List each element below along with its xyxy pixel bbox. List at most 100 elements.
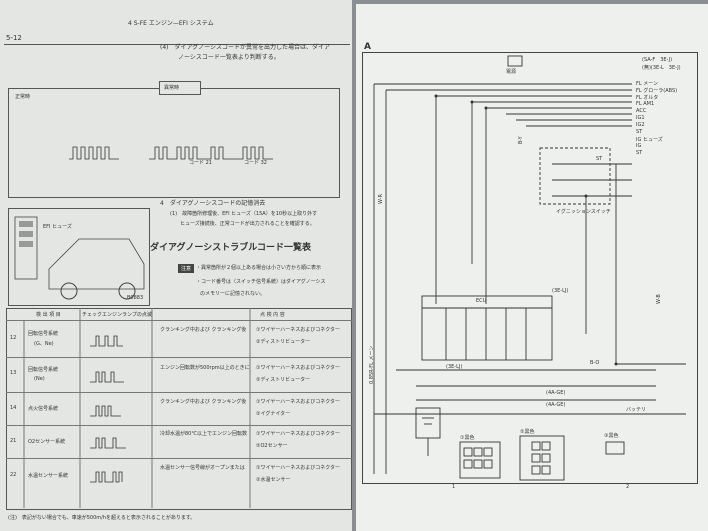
fuse-illustration: EFI ヒューズ B0883 bbox=[8, 208, 150, 306]
code-label-a: コード 21 bbox=[189, 160, 212, 166]
row-check-2: ②イグナイター bbox=[256, 411, 291, 417]
row-item: O2センサー系統 bbox=[28, 439, 66, 445]
connector-b-title: ②黒色 bbox=[520, 429, 535, 435]
abnormal-label-box: 異常時 bbox=[159, 81, 201, 95]
row-item-sub: (G、Ne) bbox=[34, 341, 54, 347]
header-rule bbox=[4, 44, 350, 45]
row-code: 13 bbox=[10, 370, 17, 376]
table-row-divider bbox=[6, 357, 352, 358]
st-label: ST bbox=[596, 156, 603, 162]
battery-bottom-label: バッテリ bbox=[626, 407, 647, 413]
car-drawing bbox=[14, 216, 145, 300]
row-desc: エンジン回転数が500rpm以上のときに bbox=[160, 365, 250, 371]
footnote: (注) 表記がない場合でも、車速が500m/hを超えると表示されることがあります… bbox=[8, 515, 196, 521]
switch-title: イグニッションスイッチ bbox=[556, 209, 611, 215]
note-2b: のメモリーに記憶されない。 bbox=[200, 291, 266, 297]
corner-label: A bbox=[364, 42, 371, 52]
row-check-1: ①ワイヤーハーネスおよびコネクター bbox=[256, 365, 341, 371]
bottom-marker: 1 bbox=[452, 484, 456, 490]
row-item-sub: (Ne) bbox=[34, 376, 45, 382]
fuse-label: ST bbox=[636, 150, 643, 156]
row-item: 回転信号系統 bbox=[28, 331, 59, 337]
row-check-2: ②ディストリビューター bbox=[256, 377, 311, 383]
row-desc: クランキング中および クランキング後 bbox=[160, 327, 247, 333]
table-row-divider bbox=[6, 320, 352, 321]
code-label-b: コード 32 bbox=[244, 160, 267, 166]
row-item: 点火信号系統 bbox=[28, 406, 59, 412]
fuse-label: ACC bbox=[636, 108, 647, 114]
abnormal-wave bbox=[149, 146, 273, 160]
row-code: 12 bbox=[10, 335, 17, 341]
fuse-label: FL オルタ bbox=[636, 95, 659, 101]
connector-label: (4A-GE) bbox=[546, 402, 566, 408]
row-check-1: ①ワイヤーハーネスおよびコネクター bbox=[256, 327, 341, 333]
intro-line-1: (4) ダイアグノーシスコードが異常を出力した場合は、ダイア bbox=[160, 44, 330, 51]
wire-label: W-R bbox=[378, 193, 384, 204]
col-header-item: 検 出 項 目 bbox=[36, 312, 61, 318]
row-check-2: ②水温センサー bbox=[256, 477, 291, 483]
fuse-label: IG1 bbox=[636, 115, 645, 121]
table-row-divider bbox=[6, 458, 352, 459]
wire-label: W-B bbox=[656, 294, 662, 304]
row-check-2: ②ディストリビューター bbox=[256, 339, 311, 345]
note-2: ・コード番号は（スイッチ信号系統）はダイアグノーシス bbox=[196, 279, 326, 285]
bottom-marker: 2 bbox=[626, 484, 630, 490]
connector-a-title: ①黒色 bbox=[460, 435, 475, 441]
row-desc: 水温センサー信号線がオープンまたは bbox=[160, 465, 245, 471]
table-row-divider bbox=[6, 425, 352, 426]
page-number: 5-12 bbox=[6, 34, 22, 42]
fuse-label: FL AM1 bbox=[636, 101, 655, 107]
wiring-diagram bbox=[373, 55, 686, 481]
table-row-divider bbox=[6, 392, 352, 393]
row-code: 14 bbox=[10, 405, 17, 411]
normal-wave bbox=[69, 146, 119, 160]
legend-1: (SA-F 3E-J) bbox=[642, 57, 673, 63]
connector-label: (3E-LJ) bbox=[446, 364, 463, 370]
intro-line-2: ノーシスコード一覧表より判断する。 bbox=[178, 54, 280, 61]
fuse-label: FL メーン bbox=[636, 81, 659, 87]
abnormal-label: 異常時 bbox=[164, 85, 180, 91]
figure-id: B0883 bbox=[127, 295, 144, 301]
wire-label: B-Y bbox=[518, 136, 524, 144]
fuse-label: IG ヒューズ bbox=[636, 137, 663, 143]
row-item: 回転信号系統 bbox=[28, 367, 59, 373]
row-check-1: ①ワイヤーハーネスおよびコネクター bbox=[256, 431, 341, 437]
row-check-1: ①ワイヤーハーネスおよびコネクター bbox=[256, 465, 341, 471]
row-check-1: ①ワイヤーハーネスおよびコネクター bbox=[256, 399, 341, 405]
waveform-figure: 正常時 異常時 コード 21 コード 32 bbox=[8, 81, 340, 198]
connector-label: (4A-GE) bbox=[546, 390, 566, 396]
fuse-label: FL グローラ(ABS) bbox=[636, 88, 678, 94]
normal-label: 正常時 bbox=[15, 94, 31, 100]
wire-label: 0.85R-FL メーン bbox=[369, 345, 375, 384]
waveform-plot bbox=[69, 146, 273, 160]
fuse-label: IG bbox=[636, 143, 642, 149]
right-page: A bbox=[356, 4, 708, 531]
col-header-lamp: チェックエンジンランプの点滅 bbox=[82, 312, 152, 318]
row-check-2: ②O2センサー bbox=[256, 443, 288, 449]
fuse-label: IG2 bbox=[636, 122, 645, 128]
diagram-frame bbox=[362, 52, 698, 484]
row-code: 22 bbox=[10, 472, 17, 478]
connector-c-title: ③黒色 bbox=[604, 433, 619, 439]
row-desc: クランキング中および クランキング後 bbox=[160, 399, 247, 405]
left-page: 5-12 4 S-FE エンジン—EFI システム (4) ダイアグノーシスコー… bbox=[0, 0, 352, 531]
trouble-code-table bbox=[6, 308, 352, 510]
battery-label: 電源 bbox=[506, 69, 517, 75]
connector-label: (3E-LJ) bbox=[552, 288, 569, 294]
legend-2: (無)(3E-L 3E-J) bbox=[642, 65, 681, 71]
efi-fuse-label: EFI ヒューズ bbox=[43, 224, 72, 230]
col-header-check: 点 検 内 容 bbox=[260, 312, 285, 318]
fuse-label: ST bbox=[636, 129, 643, 135]
table-title: ダイアグノーシストラブルコード一覧表 bbox=[150, 243, 312, 253]
ecu-label: ECU bbox=[476, 298, 487, 304]
section-4-line-2: ヒューズ接続後、正常コードが出力されることを確認する。 bbox=[180, 221, 315, 227]
row-desc: 冷却水温が80℃以上でエンジン回転数 bbox=[160, 431, 247, 437]
note-1: ・異常箇所が２個以上ある場合は小さい方から順に表示 bbox=[196, 265, 322, 271]
row-code: 21 bbox=[10, 438, 17, 444]
header-title: 4 S-FE エンジン—EFI システム bbox=[128, 20, 214, 27]
note-tag: 注意 bbox=[178, 264, 195, 273]
row-item: 水温センサー系統 bbox=[28, 473, 69, 479]
section-4-line-1: (1) 故障箇所修理後、EFI ヒューズ（15A）を10秒以上取り外す bbox=[170, 211, 318, 217]
wire-label: B-O bbox=[590, 360, 600, 366]
section-4-title: 4 ダイアグノーシスコードの記憶消去 bbox=[160, 200, 266, 207]
